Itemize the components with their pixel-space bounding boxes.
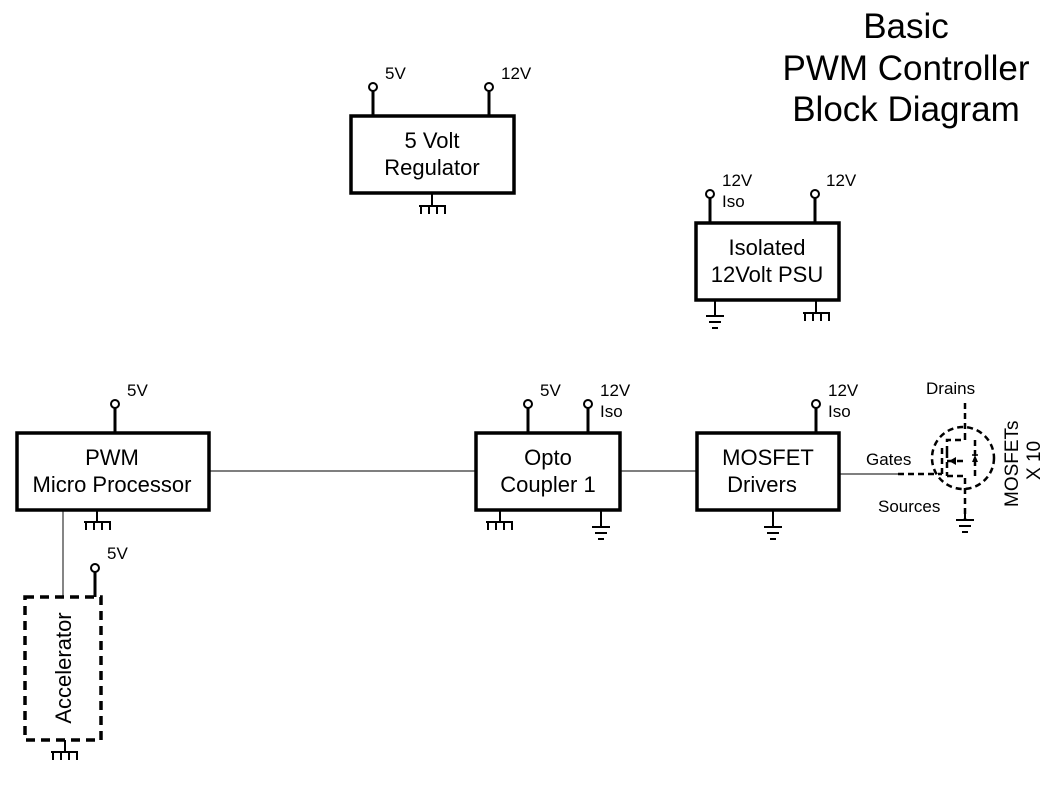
pin-label-12v: 12V (722, 171, 753, 190)
chassis-ground-icon (51, 740, 78, 760)
pin-terminal-icon (523, 399, 533, 409)
pin-label-12v: 12V (826, 171, 857, 190)
pin-label-5v: 5V (107, 544, 128, 563)
pin-terminal-icon (810, 189, 820, 199)
pin-label-5v: 5V (540, 381, 561, 400)
psu-label-1: Isolated (728, 235, 805, 260)
chassis-ground-icon (803, 300, 830, 321)
chassis-ground-icon (419, 193, 446, 214)
earth-ground-icon (706, 300, 724, 329)
pin-label-iso: Iso (600, 402, 623, 421)
psu-box (694, 221, 841, 302)
pin-terminal-icon (583, 399, 593, 409)
drivers-label-2: Drivers (727, 472, 797, 497)
pin-terminal-icon (368, 82, 378, 92)
micro-box (15, 431, 211, 512)
micro-label-2: Micro Processor (33, 472, 192, 497)
pin-label-5v: 5V (127, 381, 148, 400)
earth-ground-icon (956, 512, 974, 533)
regulator-label-2: Regulator (384, 155, 479, 180)
earth-ground-icon (592, 510, 610, 540)
pin-terminal-icon (110, 399, 120, 409)
pin-label-12v: 12V (828, 381, 859, 400)
drivers-box (695, 431, 841, 512)
psu-label-2: 12Volt PSU (711, 262, 824, 287)
mosfet-icon (898, 403, 996, 520)
drivers-label-1: MOSFET (722, 445, 814, 470)
pin-label-5v: 5V (385, 64, 406, 83)
pin-terminal-icon (705, 189, 715, 199)
title-line-3: Block Diagram (792, 90, 1020, 129)
drains-label: Drains (926, 379, 975, 398)
accelerator-box (23, 595, 103, 742)
micro-label-1: PWM (85, 445, 139, 470)
accelerator-label: Accelerator (51, 612, 76, 723)
regulator-label-1: 5 Volt (404, 128, 459, 153)
chassis-ground-icon (486, 510, 513, 530)
title-line-2: PWM Controller (783, 49, 1030, 88)
pin-terminal-icon (90, 563, 100, 573)
opto-box (474, 431, 622, 512)
pin-terminal-icon (484, 82, 494, 92)
mosfets-count-label: X 10 (1024, 441, 1045, 480)
opto-label-1: Opto (524, 445, 572, 470)
opto-label-2: Coupler 1 (500, 472, 595, 497)
mosfets-label: MOSFETs (1002, 420, 1023, 507)
pin-label-iso: Iso (828, 402, 851, 421)
pin-label-12v: 12V (600, 381, 631, 400)
opto-block: 5V 12V Iso Opto Coupler 1 (474, 381, 631, 540)
drivers-block: 12V Iso MOSFET Drivers (695, 381, 859, 540)
chassis-ground-icon (84, 510, 111, 530)
psu-block: 12V Iso 12V Isolated 12Volt PSU (694, 171, 857, 329)
pin-terminal-icon (811, 399, 821, 409)
sources-label: Sources (878, 497, 940, 516)
earth-ground-icon (764, 510, 782, 540)
title-line-1: Basic (863, 7, 949, 46)
mosfet-group: Drains Gates Sources MOSFETs X 10 (866, 379, 1045, 533)
pin-label-12v: 12V (501, 64, 532, 83)
accelerator-block: 5V Accelerator (23, 544, 128, 760)
micro-block: 5V PWM Micro Processor (15, 381, 211, 530)
regulator-block: 5V 12V 5 Volt Regulator (349, 64, 532, 214)
pin-label-iso: Iso (722, 192, 745, 211)
gates-label: Gates (866, 450, 911, 469)
